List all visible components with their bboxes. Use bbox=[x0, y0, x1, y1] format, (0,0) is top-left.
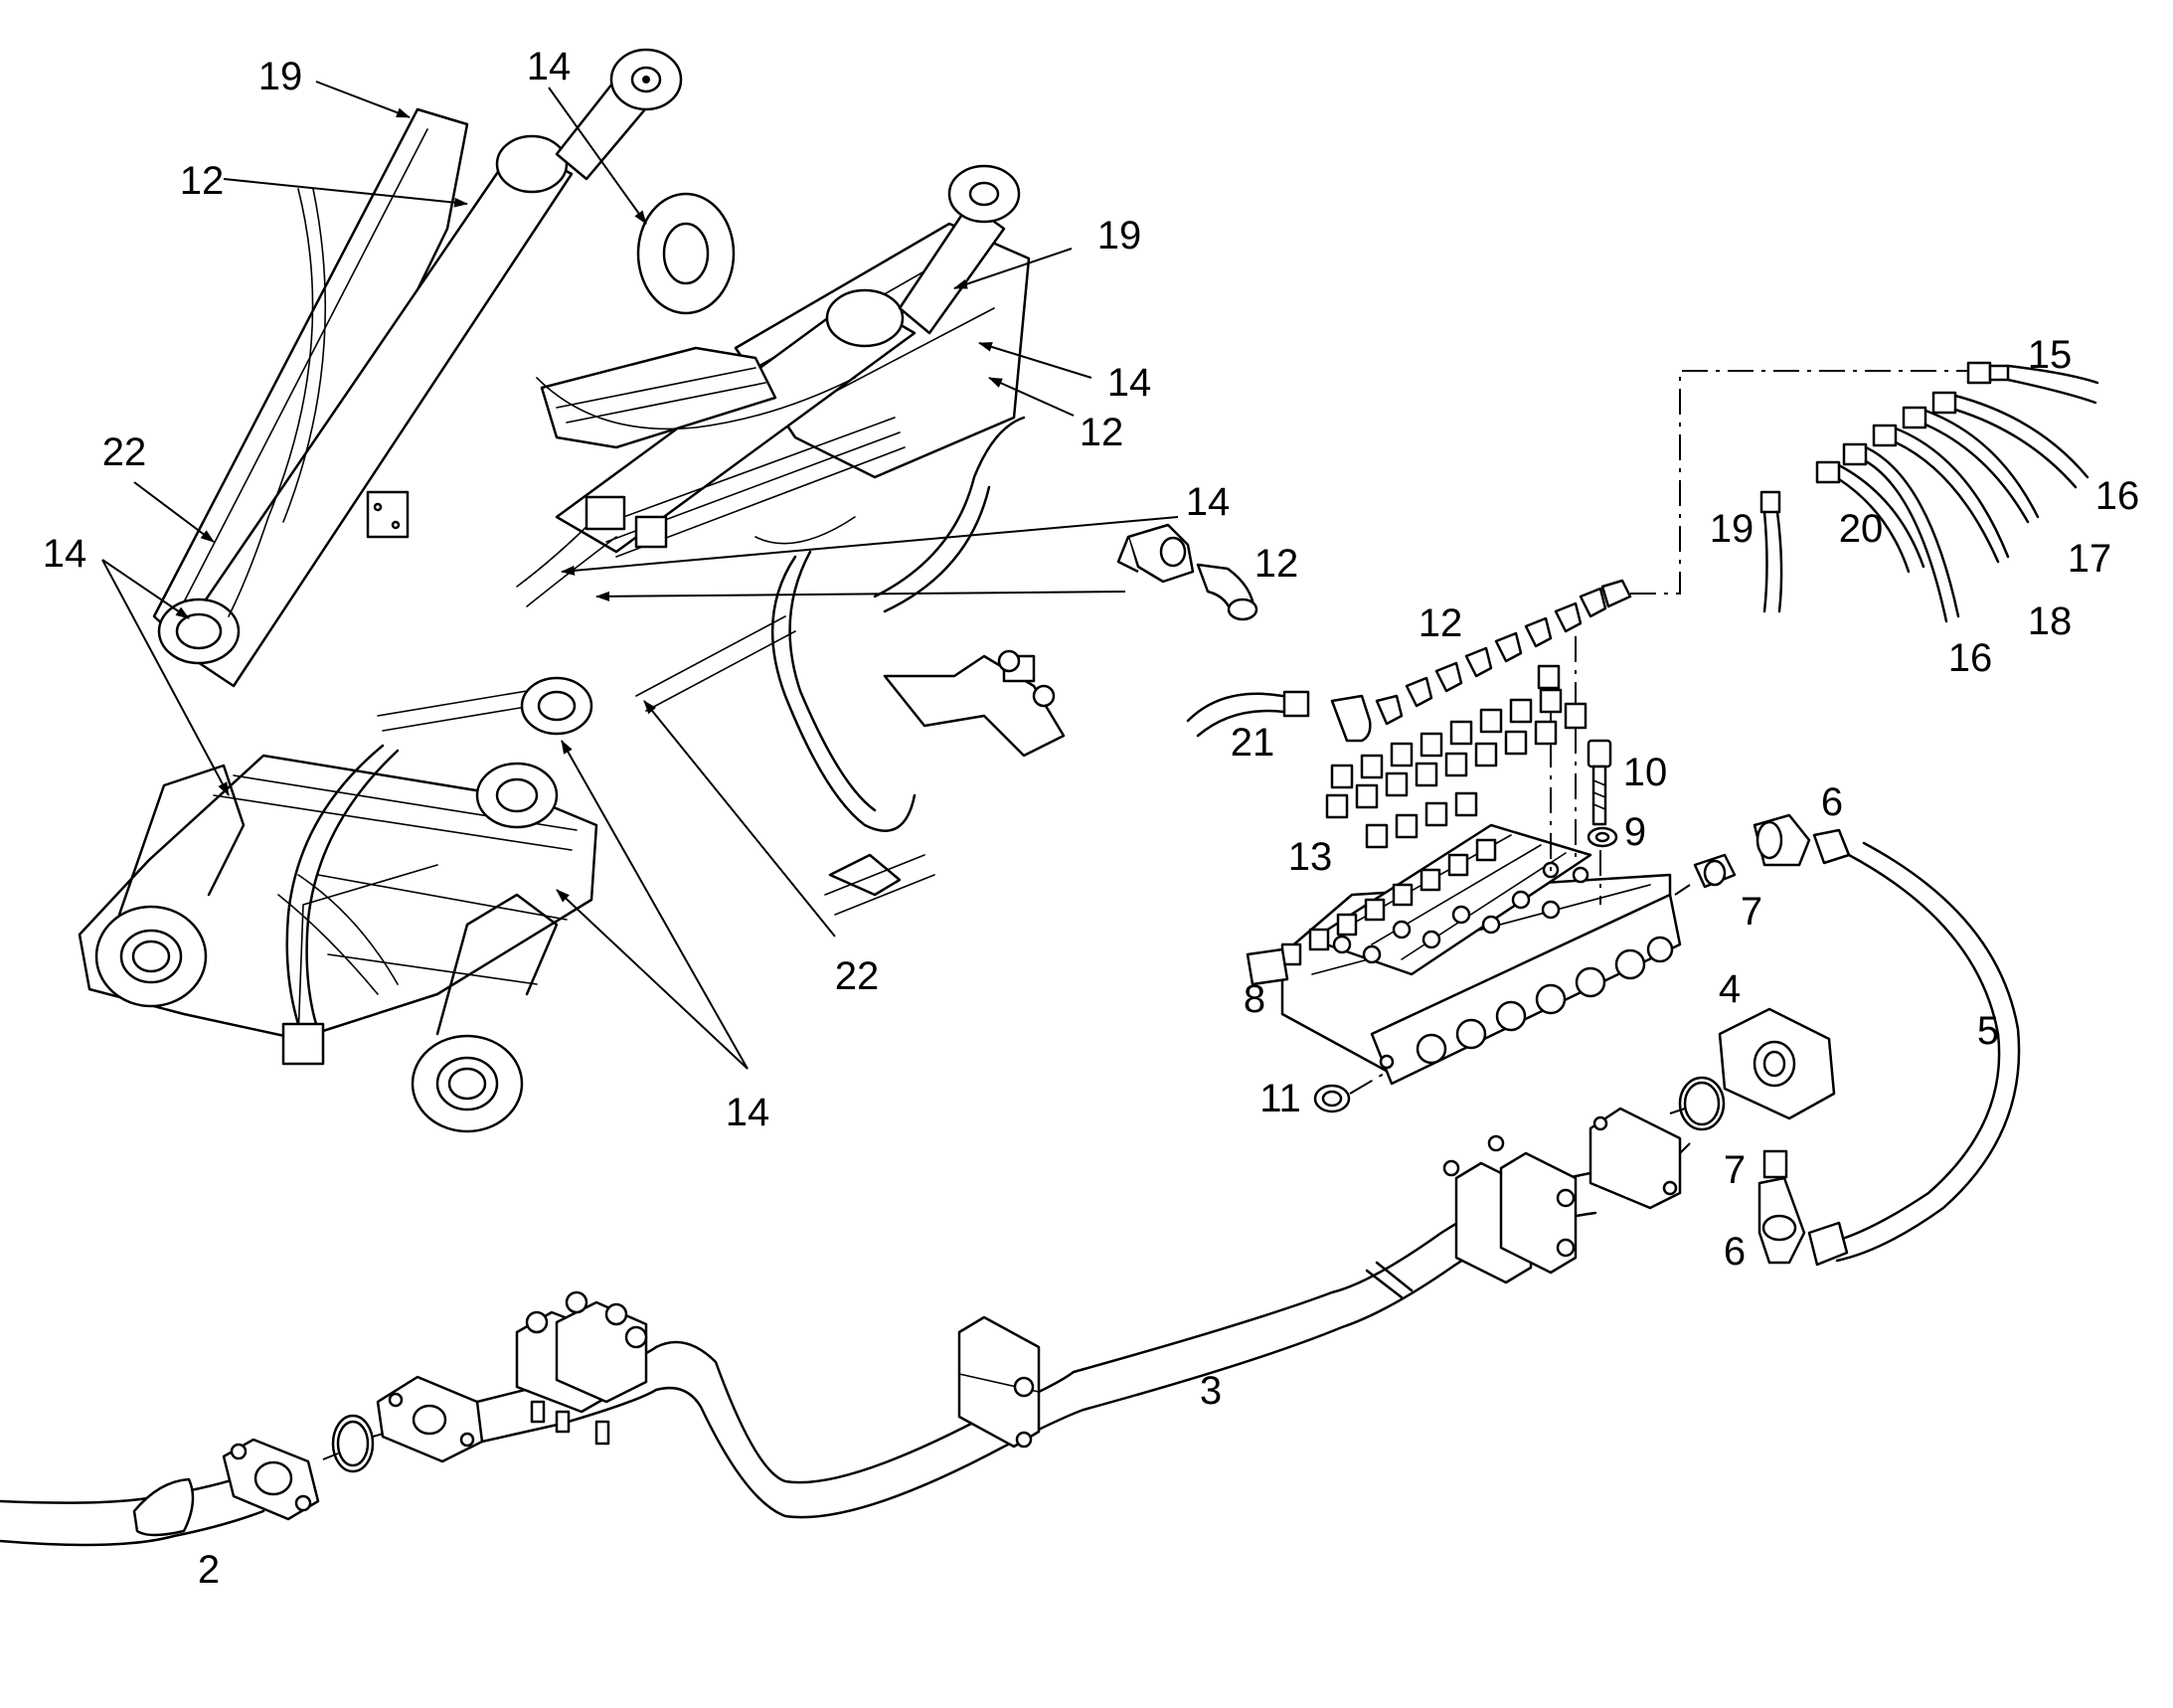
part-9-washer bbox=[1587, 826, 1618, 848]
callout-7a: 7 bbox=[1741, 890, 1762, 934]
pipe-clamp-middle bbox=[957, 1315, 1041, 1449]
callout-15: 15 bbox=[2028, 333, 2073, 377]
callout-4: 4 bbox=[1719, 967, 1741, 1011]
callout-labels: 19 14 12 19 14 12 22 14 14 12 22 14 15 1… bbox=[43, 45, 2140, 1592]
callout-13: 13 bbox=[1288, 835, 1333, 879]
callout-19a: 19 bbox=[258, 55, 303, 98]
valve-bracket bbox=[883, 654, 1066, 758]
callout-16a: 16 bbox=[2095, 474, 2140, 518]
callout-6b: 6 bbox=[1724, 1230, 1746, 1274]
callout-17: 17 bbox=[2068, 537, 2112, 581]
callout-21: 21 bbox=[1231, 721, 1275, 765]
callout-5: 5 bbox=[1977, 1009, 1999, 1053]
pipe-3-flange-right bbox=[1588, 1107, 1682, 1210]
main-pipe-assembly bbox=[0, 1107, 1691, 1547]
callout-14b: 14 bbox=[1107, 361, 1152, 405]
callout-3: 3 bbox=[1200, 1369, 1222, 1413]
leader-lines bbox=[101, 81, 1179, 1070]
o-ring-lower bbox=[331, 1414, 375, 1473]
part-21-elbow bbox=[1330, 694, 1372, 743]
part-11-plug bbox=[1313, 1084, 1351, 1113]
callout-11: 11 bbox=[1259, 1077, 1301, 1120]
callout-7b: 7 bbox=[1724, 1148, 1746, 1192]
o-ring-upper bbox=[1678, 1076, 1726, 1131]
callout-12a: 12 bbox=[180, 159, 225, 203]
callout-19b: 19 bbox=[1097, 214, 1142, 257]
callout-12d: 12 bbox=[1419, 601, 1463, 645]
callout-14c: 14 bbox=[43, 532, 87, 576]
callout-18: 18 bbox=[2028, 599, 2073, 643]
base-frame bbox=[78, 754, 598, 1041]
manifold-hex-plugs bbox=[1416, 936, 1674, 1065]
callout-16b: 16 bbox=[1948, 636, 1993, 680]
callout-10: 10 bbox=[1623, 751, 1668, 794]
part-10-screw bbox=[1587, 739, 1612, 769]
callout-14d: 14 bbox=[1186, 480, 1231, 524]
fitting-set-middle bbox=[1116, 523, 1258, 621]
part-21-hose-end bbox=[1282, 690, 1310, 718]
cross-tube bbox=[540, 346, 777, 449]
pipe-clamp-left bbox=[515, 1290, 648, 1446]
callout-19c: 19 bbox=[1710, 507, 1755, 551]
manifold-side-valves bbox=[1280, 838, 1497, 966]
callout-22b: 22 bbox=[835, 954, 880, 998]
part-7-adapter-lower bbox=[1762, 1149, 1788, 1179]
callout-14e: 14 bbox=[726, 1091, 770, 1134]
boom-bracket bbox=[366, 490, 410, 539]
callout-9: 9 bbox=[1624, 810, 1646, 854]
manifold-assembly bbox=[1186, 361, 2099, 1267]
part-8-fitting bbox=[1246, 947, 1289, 986]
part-19-hose-end bbox=[1759, 490, 1781, 514]
part-13-fittings bbox=[1325, 664, 1588, 849]
hose-2 bbox=[0, 1469, 260, 1504]
part-15-hose-end bbox=[1966, 361, 1992, 385]
callout-14a: 14 bbox=[527, 45, 572, 88]
callout-12c: 12 bbox=[1254, 542, 1299, 586]
callout-12b: 12 bbox=[1080, 411, 1124, 454]
callout-8: 8 bbox=[1244, 977, 1265, 1021]
left-lift-cylinder bbox=[172, 142, 574, 688]
pipe-clamp-right bbox=[1442, 1134, 1578, 1284]
hose-bundle-16-20 bbox=[1815, 391, 2089, 623]
callout-6a: 6 bbox=[1821, 780, 1843, 824]
part-12-elbows bbox=[1375, 579, 1632, 726]
loader-boom-assembly bbox=[78, 48, 1066, 1133]
callout-20: 20 bbox=[1839, 507, 1884, 551]
callout-22a: 22 bbox=[102, 430, 147, 474]
callout-2: 2 bbox=[198, 1548, 220, 1592]
